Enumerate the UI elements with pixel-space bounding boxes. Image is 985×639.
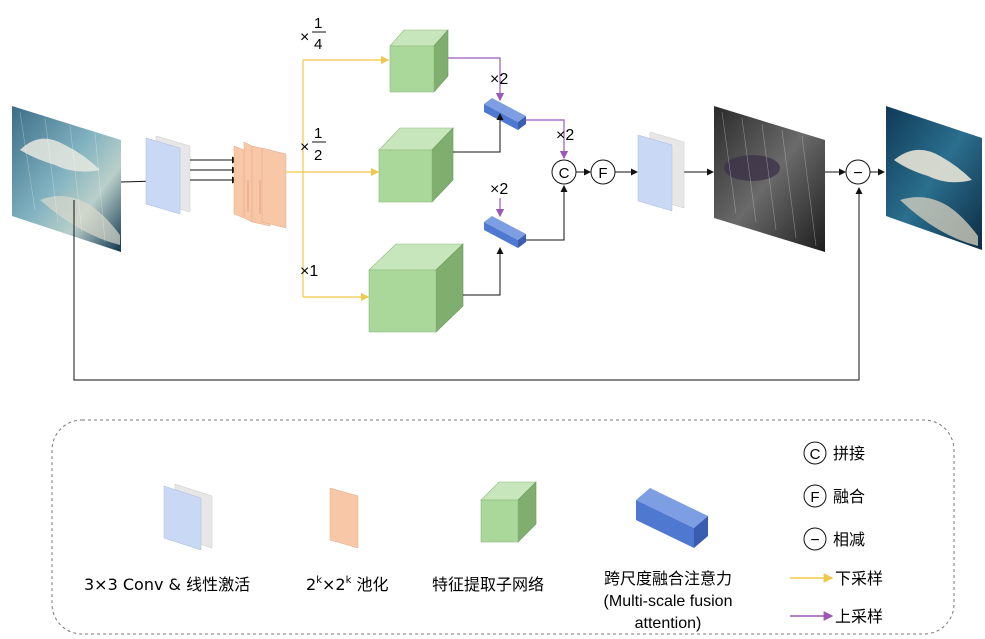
legend-attention-label-en-2: attention): [635, 615, 702, 632]
legend-feature-icon: [480, 481, 537, 543]
scale-half-num: 1: [314, 125, 322, 142]
legend-pool-label: 2k×2k 池化: [306, 575, 388, 594]
input-image: [12, 106, 121, 252]
scale-label-one: ×1: [300, 263, 318, 280]
upsample-connections: [448, 57, 569, 218]
feature-cube-large: [368, 243, 464, 333]
feature-cube-medium: [378, 127, 454, 203]
legend-fuse-label: 融合: [833, 487, 865, 506]
legend-conv-label: 3×3 Conv & 线性激活: [84, 575, 250, 594]
legend-panel: 3×3 Conv & 线性激活 2k×2k 池化 特征提取子网络 跨尺度融合注意…: [51, 419, 955, 635]
legend-attention-label-cn: 跨尺度融合注意力: [604, 569, 732, 588]
subtract-operator-symbol: −: [853, 165, 862, 182]
scale-quarter-num: 1: [314, 15, 322, 32]
legend-pool-icon: [329, 487, 359, 549]
feature-cube-small: [389, 29, 449, 93]
legend-pool-tail: 池化: [351, 575, 388, 594]
output-image: [886, 106, 982, 250]
legend-subtract-symbol: −: [810, 532, 819, 549]
legend-subtract-label: 相减: [833, 530, 865, 549]
legend-downsample-label: 下采样: [835, 569, 883, 588]
output-conv-block: [637, 131, 685, 212]
scale-half-den: 2: [314, 147, 322, 164]
upsample-mark-mid: ×2: [490, 181, 508, 198]
legend-pool-exp-b: k: [346, 575, 352, 586]
feature-connections: [73, 113, 885, 381]
attention-block-lower: [484, 216, 526, 248]
upsample-mark-top: ×2: [490, 71, 508, 88]
legend-pool-base-a: 2: [306, 575, 316, 594]
pooling-block: [233, 141, 287, 229]
legend-concat-label: 拼接: [833, 444, 865, 463]
concat-operator-symbol: C: [559, 165, 570, 182]
conv-layer-block: [145, 135, 191, 215]
residual-image: [714, 106, 825, 252]
scale-label-quarter: × 1 4: [300, 15, 326, 53]
scale-label-half: × 1 2: [300, 125, 326, 164]
scale-half-prefix: ×: [300, 139, 309, 156]
legend-fuse-symbol: F: [810, 489, 819, 506]
subtract-operator: −: [845, 159, 871, 185]
legend-attention-icon: [636, 488, 708, 548]
conv-to-pool-arrows: [190, 156, 239, 184]
concat-operator: C: [551, 159, 577, 185]
legend-fuse: F 融合: [803, 484, 865, 508]
legend-concat-symbol: C: [810, 446, 821, 463]
legend-feature-label: 特征提取子网络: [432, 575, 544, 594]
legend-pool-mid: ×2: [322, 575, 346, 594]
legend-pool-exp-a: k: [316, 575, 322, 586]
upsample-mark-right: ×2: [556, 127, 574, 144]
legend-concat: C 拼接: [803, 441, 865, 465]
legend-upsample: 上采样: [790, 607, 883, 626]
legend-subtract: − 相减: [803, 527, 865, 551]
legend-downsample: 下采样: [790, 569, 883, 588]
legend-conv-icon: [163, 483, 213, 551]
scale-quarter-prefix: ×: [300, 29, 309, 46]
scale-quarter-den: 4: [314, 36, 322, 53]
downsample-branches: [286, 55, 390, 302]
fuse-operator-symbol: F: [598, 165, 607, 182]
fuse-operator: F: [590, 159, 616, 185]
legend-upsample-label: 上采样: [835, 607, 883, 626]
attention-block-upper: [484, 98, 526, 130]
legend-attention-label-en-1: (Multi-scale fusion: [604, 593, 733, 610]
